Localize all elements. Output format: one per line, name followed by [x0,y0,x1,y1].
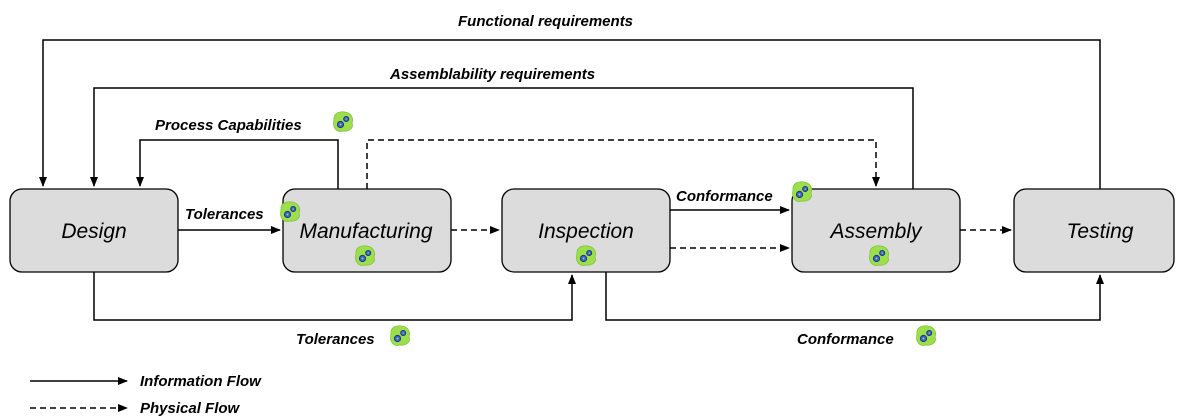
flow-process-capabilities [136,139,339,189]
node-assembly-label: Assembly [828,220,923,243]
label-conformance-inspection-to-assembly: Conformance [676,188,773,205]
legend: Information Flow Physical Flow [30,373,262,417]
label-assemblability-requirements: Assemblability requirements [389,66,595,83]
gear-icon [576,245,597,266]
node-inspection: Inspection [501,188,671,273]
flow-conformance-inspection-to-testing [605,272,1104,321]
node-assembly: Assembly [791,188,961,273]
flow-assemblability-requirements [90,87,914,189]
node-testing: Testing [1013,188,1175,273]
label-process-capabilities: Process Capabilities [155,117,302,134]
node-design: Design [9,188,179,273]
label-tolerances-design-to-manufacturing: Tolerances [185,206,264,223]
label-functional-requirements: Functional requirements [458,13,633,30]
node-inspection-label: Inspection [538,220,634,243]
legend-physical-flow-label: Physical Flow [140,400,241,417]
gear-icon [916,325,937,346]
label-tolerances-design-to-inspection: Tolerances [296,331,375,348]
node-manufacturing-label: Manufacturing [299,220,432,243]
node-design-label: Design [61,220,126,243]
node-testing-label: Testing [1067,220,1134,243]
physical-flow-manufacturing-to-assembly [366,139,880,189]
label-conformance-inspection-to-testing: Conformance [797,331,894,348]
flow-tolerances-design-to-inspection [93,272,576,321]
gear-icon [792,181,813,202]
gear-icon [390,325,411,346]
legend-information-flow-label: Information Flow [140,373,262,390]
gear-icon [355,245,376,266]
gear-icon [869,245,890,266]
gear-icon [333,111,354,132]
flow-functional-requirements [39,39,1101,189]
gear-icon [280,201,301,222]
